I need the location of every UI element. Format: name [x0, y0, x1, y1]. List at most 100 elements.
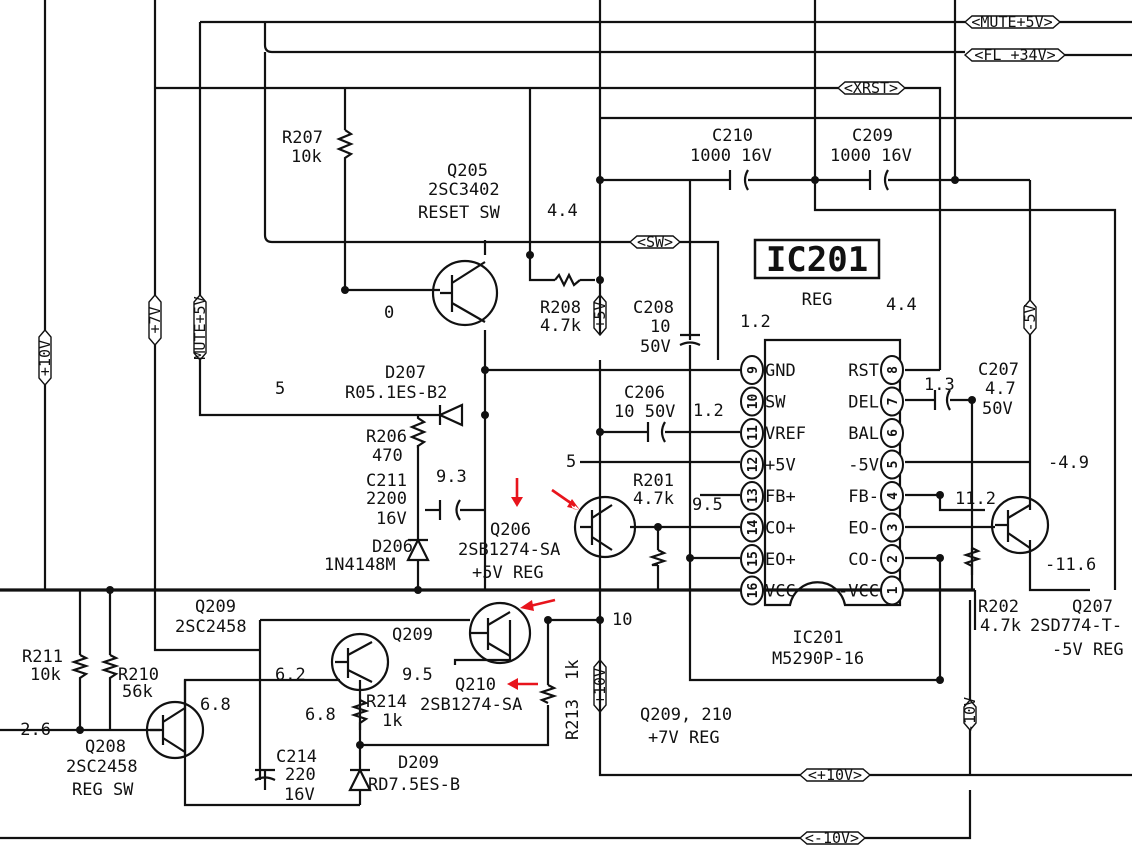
arrow-q210-bottom	[507, 678, 538, 690]
bus-mute5v-vertical: MUTE+5V	[191, 296, 209, 359]
ic-right-pin-4: 4FB-	[848, 481, 904, 511]
r206-ref: R206	[366, 427, 407, 447]
d206-ref: D206	[372, 537, 413, 557]
ic-ref-box: IC201	[766, 240, 868, 280]
ic-left-pin-name: SW	[765, 393, 786, 413]
q208-transistor	[145, 700, 205, 760]
ic-left-pin-circle	[740, 355, 764, 385]
q207-role: -5V REG	[1052, 640, 1124, 660]
q208-role: REG SW	[72, 780, 134, 800]
volt-rst-node: 4.4	[886, 295, 917, 315]
c209-ref: C209	[852, 126, 893, 146]
c207-capacitor	[933, 389, 951, 411]
ic-part-number: M5290P-16	[772, 649, 864, 669]
q206-transistor	[573, 495, 637, 559]
bus-minus10v-right: -10V	[961, 697, 979, 733]
bus-minus5v: -5V	[1021, 304, 1039, 331]
c209-value: 1000 16V	[830, 146, 912, 166]
bus-plus10v-top: +10V	[36, 340, 54, 376]
r202-value: 4.7k	[980, 616, 1021, 636]
ic-left-pin-circle	[740, 386, 764, 417]
wiring	[0, 0, 1132, 840]
r201-resistor	[648, 549, 668, 567]
q205-transistor	[431, 259, 499, 327]
r201-ref: R201	[633, 471, 674, 491]
q208-ref: Q208	[85, 737, 126, 757]
ic-right-pin-1: 1 -VCC	[838, 575, 904, 606]
q206-ref: Q206	[490, 520, 531, 540]
r210-ref: R210	[118, 665, 159, 685]
ic-right-pin-number: 5	[886, 461, 901, 469]
ic-left-pin-number: 11	[746, 425, 761, 441]
r210-resistor	[100, 654, 120, 680]
ic-left-pin-circle	[740, 512, 764, 543]
q208-part: 2SC2458	[66, 757, 138, 777]
ic-left-pin-number: 10	[746, 394, 761, 410]
d209-part: RD7.5ES-B	[368, 775, 460, 795]
bus-label-frames	[628, 15, 1067, 845]
r201-value: 4.7k	[633, 489, 674, 509]
ic-right-pin-name: FB-	[848, 487, 879, 507]
q210-ref: Q210	[455, 675, 496, 695]
ic-right-pin-name: CO-	[848, 550, 879, 570]
component-symbols	[38, 129, 1050, 792]
c214-value: 220	[285, 765, 316, 785]
c214-capacitor	[254, 768, 276, 781]
r213-resistor	[538, 684, 558, 704]
ic-left-pin-circle	[740, 575, 764, 606]
q209-left-ref: Q209	[195, 597, 236, 617]
volt-q205-base: 0	[384, 303, 394, 323]
bus-mute5v: <MUTE+5V>	[971, 13, 1052, 31]
ic-left-pin-name: FB+	[765, 487, 796, 507]
ic-right-pin-circle	[880, 355, 904, 385]
q210-part: 2SB1274-SA	[420, 695, 522, 715]
q206-part: 2SB1274-SA	[458, 540, 560, 560]
r207-value: 10k	[291, 147, 322, 167]
volt-del-node: 1.3	[924, 375, 955, 395]
c208-rating: 50V	[640, 337, 671, 357]
bus-minus10v-bottom: <-10V>	[805, 829, 859, 847]
ic-left-pin-name: +5V	[765, 456, 796, 476]
volt-r206-node: 9.3	[436, 467, 467, 487]
volt-q209-mid-base: 9.5	[402, 665, 433, 685]
volt-fb-plus: 9.5	[692, 495, 723, 515]
ic-right-pin-name: BAL	[848, 424, 879, 444]
bus-plus10v-bottom: <+10V>	[808, 766, 862, 784]
ic-left-pin-name: VCC	[765, 582, 796, 602]
bus-plus5v: +5V	[591, 301, 609, 328]
ic-right-pin-number: 3	[886, 524, 901, 532]
ic-right-pin-number: 2	[886, 555, 901, 563]
ic-left-pin-circle	[740, 481, 764, 511]
volt-r214-node: 6.8	[305, 705, 336, 725]
r213-value: 1k	[563, 660, 583, 680]
c207-ref: C207	[978, 360, 1019, 380]
ic-right-pin-number: 7	[886, 398, 901, 406]
bus-fl34v: <FL +34V>	[974, 46, 1055, 64]
q207-part: 2SD774-T-	[1030, 616, 1122, 636]
volt-d207-node: 5	[275, 379, 285, 399]
component-labels: R207 10k Q205 2SC3402 RESET SW C210 1000…	[22, 126, 1124, 805]
r202-ref: R202	[978, 597, 1019, 617]
ic-left-pin-name: GND	[765, 361, 796, 381]
r211-value: 10k	[30, 665, 61, 685]
volt-minus5v-node: -4.9	[1048, 453, 1089, 473]
ic-left-pin-number: 15	[746, 551, 761, 567]
ic-right-pin-circle	[880, 418, 904, 448]
r207-ref: R207	[282, 128, 323, 148]
c210-value: 1000 16V	[690, 146, 772, 166]
c209-capacitor	[868, 169, 889, 191]
ic-right-pin-number: 1	[886, 586, 901, 594]
bus-labels: <MUTE+5V> <FL +34V> <XRST> <SW> <+10V> <…	[36, 13, 1056, 847]
ic-left-pin-circle	[740, 544, 764, 574]
r207-resistor	[336, 129, 354, 165]
volt-q208-node: 6.8	[200, 695, 231, 715]
c206-capacitor	[646, 421, 666, 443]
ic-right-pin-3: 3EO-	[848, 512, 904, 543]
ic-right-pin-name: -VCC	[838, 582, 879, 602]
